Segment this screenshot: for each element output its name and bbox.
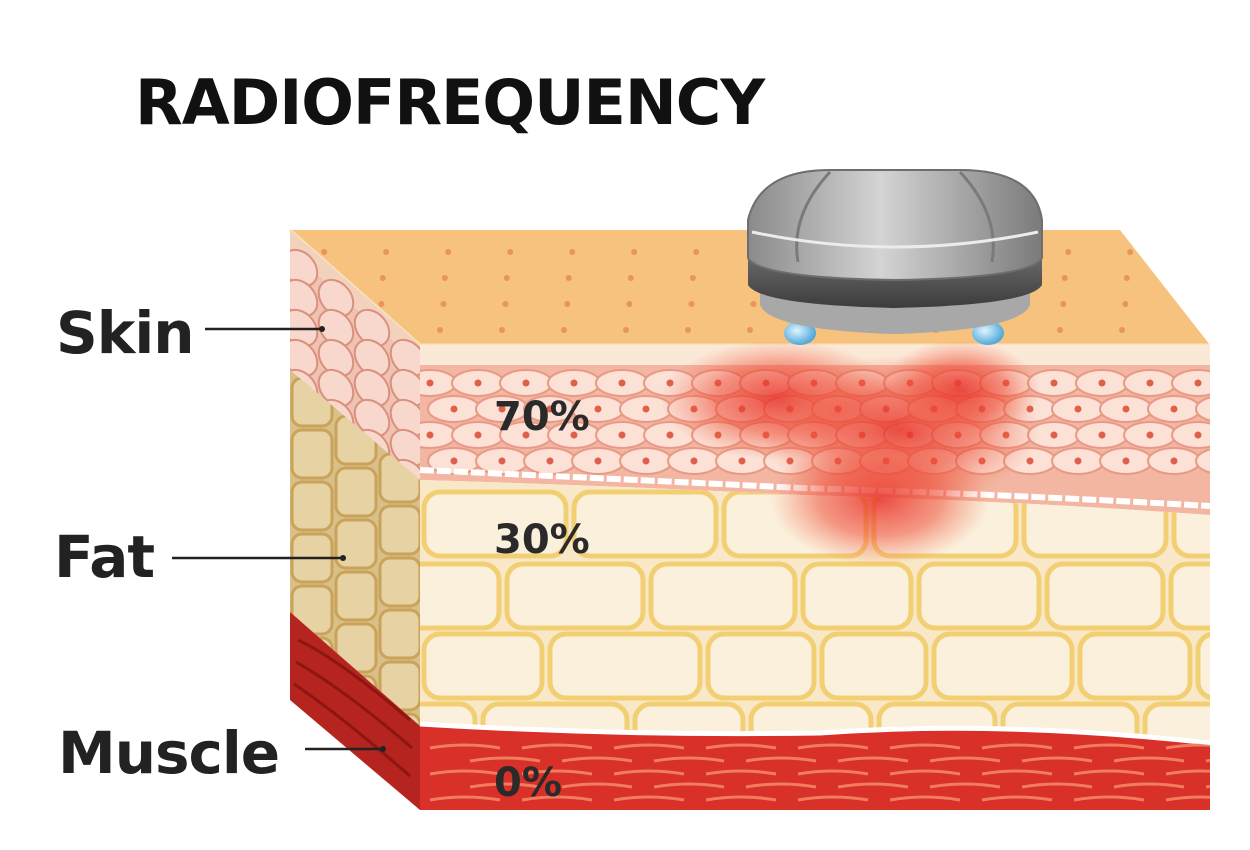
fat-label: Fat	[54, 523, 155, 591]
skin-label: Skin	[56, 299, 195, 367]
muscle-label: Muscle	[58, 719, 280, 787]
heat-zone	[660, 340, 1040, 565]
muscle-percent: 0%	[494, 760, 562, 806]
electrode-right	[972, 321, 1004, 345]
muscle-side	[290, 612, 420, 810]
skin-percent: 70%	[494, 394, 590, 440]
fat-percent: 30%	[494, 517, 590, 563]
diagram-title: RADIOFREQUENCY	[135, 66, 765, 139]
rf-device	[747, 169, 1043, 345]
electrode-left	[784, 321, 816, 345]
